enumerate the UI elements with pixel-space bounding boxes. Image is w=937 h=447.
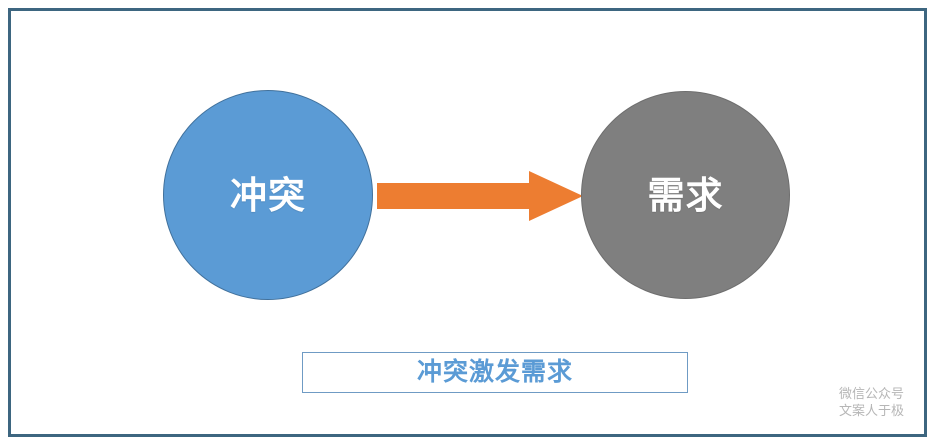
node-circle-demand[interactable]: 需求 — [581, 91, 790, 299]
watermark-line-1: 微信公众号 — [838, 385, 904, 401]
node-label-demand: 需求 — [647, 174, 724, 216]
node-circle-conflict[interactable]: 冲突 — [163, 90, 373, 300]
slide-frame: 冲突 需求 冲突激发需求 微信公众号 文案人于极 — [8, 8, 927, 437]
caption-box[interactable]: 冲突激发需求 — [302, 352, 688, 393]
right-arrow-icon — [377, 171, 583, 221]
watermark: 微信公众号 文案人于极 — [839, 385, 904, 420]
node-label-conflict: 冲突 — [230, 174, 306, 216]
caption-text: 冲突激发需求 — [416, 358, 573, 386]
watermark-line-2: 文案人于极 — [838, 403, 904, 419]
arrow-connector-conflict-to-demand[interactable] — [377, 168, 585, 224]
